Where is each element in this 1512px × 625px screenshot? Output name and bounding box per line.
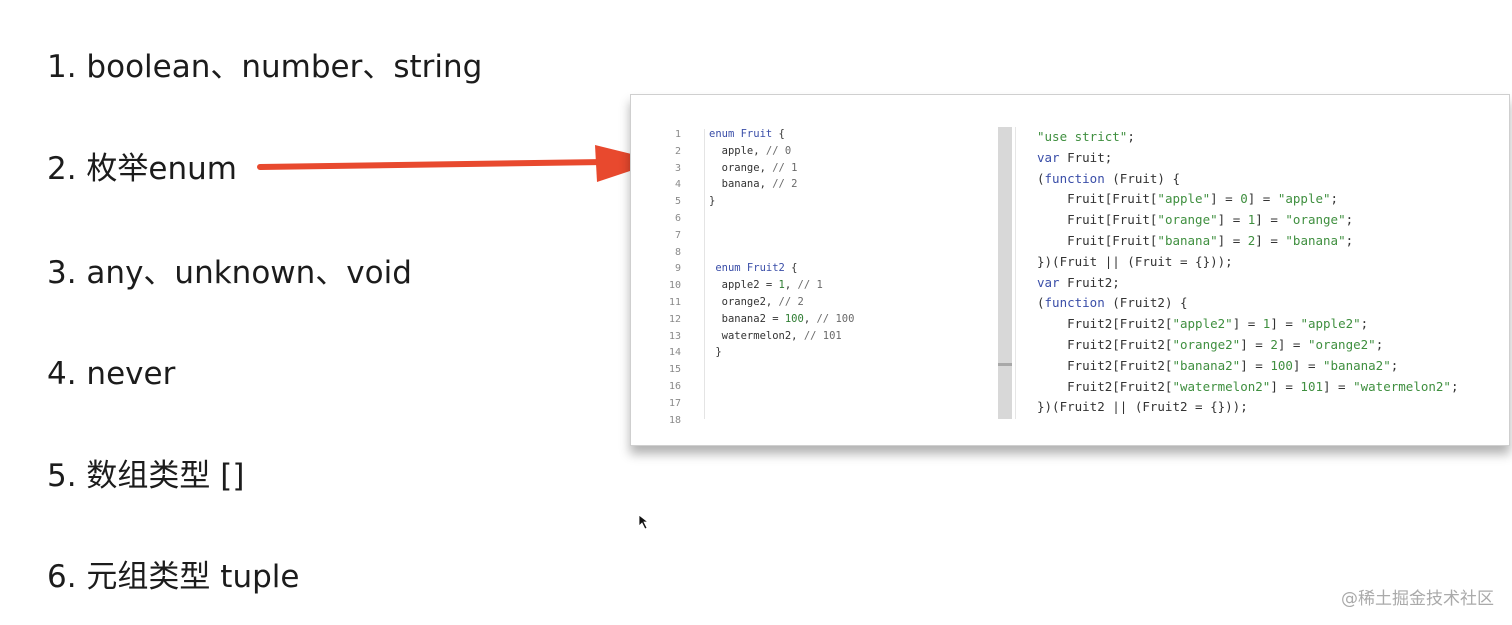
code-token: } bbox=[709, 195, 716, 208]
output-line: Fruit[Fruit["banana"] = 2] = "banana"; bbox=[1037, 233, 1354, 248]
output-line: })(Fruit2 || (Fruit2 = {})); bbox=[1037, 399, 1248, 415]
line-number: 7 bbox=[674, 229, 681, 241]
line-number: 12 bbox=[668, 313, 681, 325]
code-token: // 2 bbox=[778, 296, 804, 308]
code-token: 1 bbox=[778, 279, 785, 292]
code-token: } bbox=[709, 346, 722, 359]
code-token: orange, bbox=[709, 161, 773, 174]
output-line: Fruit2[Fruit2["banana2"] = 100] = "banan… bbox=[1037, 357, 1399, 373]
code-token: apple, bbox=[709, 144, 766, 157]
code-line: banana, // 2 bbox=[709, 178, 798, 190]
line-number: 13 bbox=[668, 330, 681, 342]
code-token: // 0 bbox=[765, 144, 792, 157]
code-token: banana2 = bbox=[709, 312, 785, 325]
code-line: } bbox=[709, 346, 722, 359]
output-line: (function (Fruit2) { bbox=[1037, 295, 1188, 311]
line-number: 8 bbox=[674, 246, 681, 258]
line-number: 14 bbox=[668, 347, 681, 359]
output-line: var Fruit; bbox=[1037, 149, 1113, 165]
scrollbar-thumb[interactable] bbox=[998, 363, 1012, 366]
code-line: apple2 = 1, // 1 bbox=[709, 279, 823, 291]
code-token: enum Fruit bbox=[709, 128, 773, 140]
topic-item: 1. boolean、number、string bbox=[47, 49, 483, 85]
red-arrow-icon bbox=[257, 145, 660, 182]
gutter-divider bbox=[704, 129, 705, 419]
output-line: Fruit[Fruit["orange"] = 1] = "orange"; bbox=[1037, 212, 1354, 228]
line-number: 2 bbox=[674, 145, 681, 157]
line-number: 6 bbox=[674, 213, 681, 224]
code-token: 100 bbox=[784, 312, 804, 325]
editor-scrollbar[interactable] bbox=[998, 127, 1012, 419]
code-token: , bbox=[803, 312, 817, 325]
line-number: 11 bbox=[668, 297, 681, 308]
output-line: "use strict"; bbox=[1037, 129, 1135, 144]
code-line: watermelon2, // 101 bbox=[709, 330, 842, 342]
code-line: } bbox=[709, 195, 715, 207]
output-line: Fruit2[Fruit2["apple2"] = 1] = "apple2"; bbox=[1037, 316, 1369, 332]
line-number: 4 bbox=[674, 179, 681, 191]
code-token: orange2, bbox=[709, 296, 779, 308]
output-line: Fruit2[Fruit2["orange2"] = 2] = "orange2… bbox=[1037, 337, 1384, 352]
mouse-cursor-icon bbox=[638, 514, 650, 530]
code-line: banana2 = 100, // 100 bbox=[709, 312, 855, 325]
line-number: 16 bbox=[668, 381, 681, 392]
output-line: var Fruit2; bbox=[1037, 274, 1120, 290]
line-number: 9 bbox=[674, 263, 681, 275]
code-token: { bbox=[772, 128, 785, 140]
output-line: Fruit[Fruit["apple"] = 0] = "apple"; bbox=[1037, 191, 1339, 207]
code-token: apple2 = bbox=[709, 279, 779, 292]
code-token: // 1 bbox=[797, 279, 823, 292]
code-token: watermelon2, bbox=[709, 329, 804, 342]
code-token: // 101 bbox=[803, 329, 842, 342]
output-line: (function (Fruit) { bbox=[1037, 170, 1181, 186]
watermark: @稀土掘金技术社区 bbox=[1341, 589, 1494, 609]
code-token: // 100 bbox=[816, 312, 855, 325]
line-number: 10 bbox=[668, 280, 681, 292]
code-line: enum Fruit { bbox=[709, 128, 785, 140]
code-token: banana, bbox=[709, 178, 773, 191]
line-number: 18 bbox=[668, 414, 681, 426]
line-number: 3 bbox=[674, 162, 681, 174]
code-line: orange, // 1 bbox=[709, 162, 798, 174]
topic-item: 2. 枚举enum bbox=[47, 151, 237, 187]
topic-item: 4. never bbox=[47, 356, 176, 392]
line-number: 17 bbox=[668, 397, 681, 409]
code-token: { bbox=[784, 262, 798, 275]
line-number: 1 bbox=[674, 129, 681, 140]
output-line: })(Fruit || (Fruit = {})); bbox=[1037, 253, 1233, 269]
code-token: , bbox=[784, 279, 798, 292]
code-line: apple, // 0 bbox=[709, 144, 792, 157]
line-number: 5 bbox=[674, 196, 681, 208]
output-line: Fruit2[Fruit2["watermelon2"] = 101] = "w… bbox=[1037, 378, 1459, 394]
code-line: enum Fruit2 { bbox=[709, 262, 798, 275]
code-token: // 2 bbox=[772, 178, 798, 191]
code-token: enum Fruit2 bbox=[709, 262, 785, 275]
code-line: orange2, // 2 bbox=[709, 296, 804, 308]
code-token: // 1 bbox=[772, 161, 798, 174]
pane-divider bbox=[1015, 127, 1016, 419]
topic-item: 6. 元组类型 tuple bbox=[47, 559, 300, 595]
topic-item: 3. any、unknown、void bbox=[47, 255, 412, 291]
topic-item: 5. 数组类型 [] bbox=[47, 458, 245, 494]
line-number: 15 bbox=[668, 364, 681, 376]
